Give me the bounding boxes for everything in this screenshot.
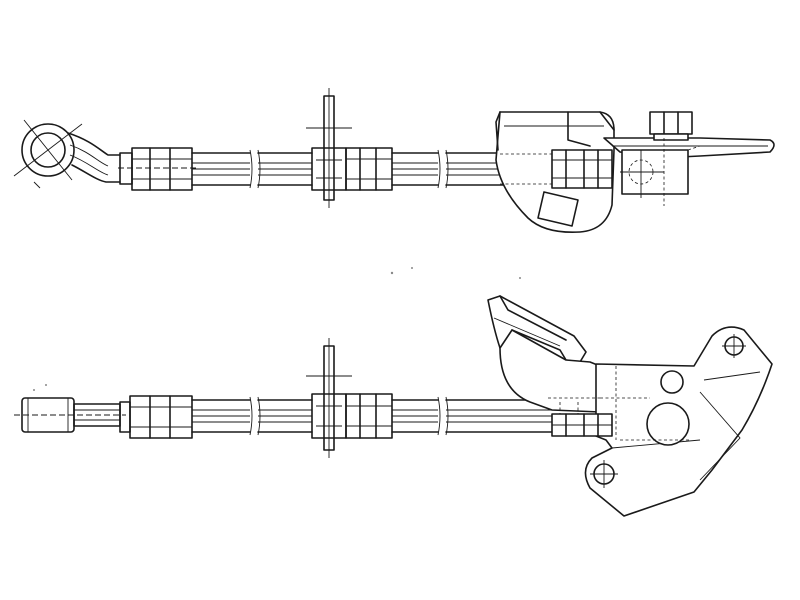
upper-view xyxy=(13,88,775,234)
tube-end-fitting xyxy=(14,397,126,433)
mounting-clip xyxy=(306,338,352,458)
hose-ferrule xyxy=(500,149,613,189)
mounting-bracket xyxy=(487,295,773,517)
hose-ferrule xyxy=(345,393,393,439)
mounting-clip xyxy=(306,88,352,208)
mounting-bracket xyxy=(495,111,775,234)
hose-segment xyxy=(391,396,553,436)
hose-segment xyxy=(191,149,313,189)
hose-ferrule xyxy=(118,147,196,191)
hose-ferrule xyxy=(119,395,193,439)
hose-ferrule xyxy=(345,147,393,191)
hose-ferrule xyxy=(551,413,613,437)
hose-segment xyxy=(191,396,313,436)
banjo-fitting xyxy=(13,119,121,189)
lower-view xyxy=(14,295,773,517)
scan-specks xyxy=(33,267,521,391)
